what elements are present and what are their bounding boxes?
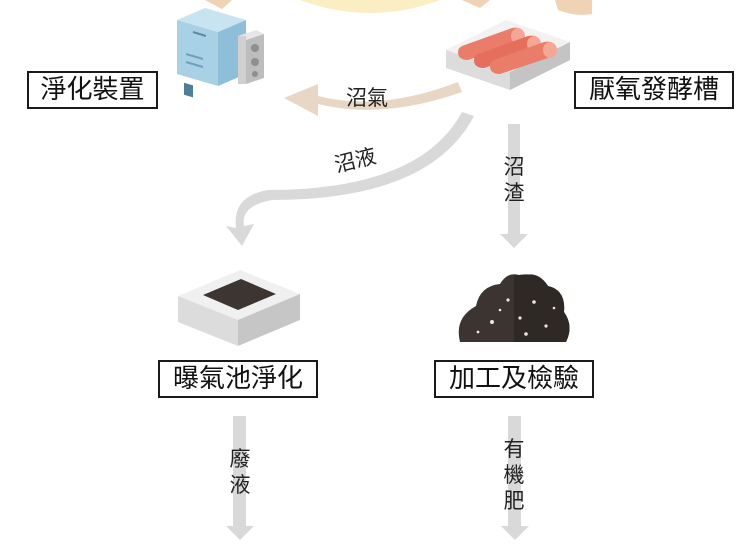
biogas-arrow — [284, 82, 462, 116]
aeration-pond-box: 曝氣池淨化 — [158, 360, 318, 398]
digester-tank-icon — [446, 20, 570, 90]
top-sun-glow — [300, 0, 440, 13]
organic-fertilizer-arrow — [501, 416, 529, 540]
purifier-box: 淨化裝置 — [27, 71, 158, 109]
top-right-arrow-fragment — [555, 0, 592, 15]
waste-liquid-label: 廢液 — [229, 447, 251, 497]
digester-box: 厭氧發酵槽 — [574, 71, 734, 109]
digestate-liquid-arrow — [226, 112, 474, 246]
digestate-solid-arrow — [500, 124, 528, 248]
biogas-label: 沼氣 — [346, 86, 388, 110]
top-middle-arrow-fragment — [462, 0, 490, 8]
compost-pile-icon — [458, 274, 570, 342]
waste-liquid-arrow — [226, 416, 254, 540]
digestate-solid-label: 沼渣 — [503, 155, 525, 205]
top-left-arrow-fragment — [205, 0, 232, 9]
aeration-pond-icon — [178, 270, 300, 346]
purifier-device-icon — [177, 8, 264, 98]
organic-fertilizer-label: 有機肥 — [503, 437, 525, 513]
processing-box: 加工及檢驗 — [434, 360, 594, 398]
